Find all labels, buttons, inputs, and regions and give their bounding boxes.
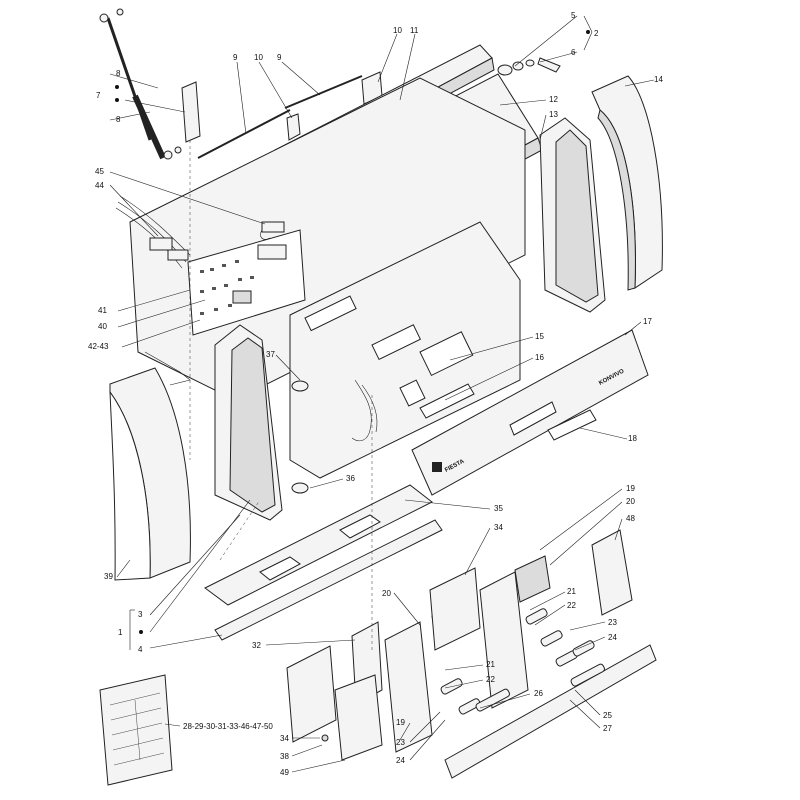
callout-34: 34	[494, 523, 503, 532]
callout-40: 40	[98, 322, 107, 331]
callout-21: 21	[486, 660, 495, 669]
rod-9-left	[197, 109, 291, 159]
callout-32: 32	[252, 641, 261, 650]
button-panel-18	[547, 409, 597, 441]
mesh-20-upper	[514, 555, 551, 603]
callout-8: 8	[116, 115, 121, 124]
callout-12: 12	[549, 95, 558, 104]
ring-36	[291, 482, 309, 494]
base-plate	[204, 484, 433, 606]
front-fascia-upper	[411, 329, 649, 496]
callout-22: 22	[486, 675, 495, 684]
callout-49: 49	[280, 768, 289, 777]
callout-23: 23	[396, 738, 405, 747]
callout-24: 24	[396, 756, 405, 765]
callout-17: 17	[643, 317, 652, 326]
callout-24: 24	[608, 633, 617, 642]
callout-19: 19	[396, 718, 405, 727]
callout-5: 5	[571, 11, 576, 20]
bracket-10-left	[286, 113, 301, 141]
callout-16: 16	[535, 353, 544, 362]
callout-35: 35	[494, 504, 503, 513]
callout-15: 15	[535, 332, 544, 341]
gas-strut	[99, 8, 182, 160]
rail	[214, 519, 443, 641]
center-mounting-panel	[289, 221, 521, 479]
callout-2: 2	[594, 29, 599, 38]
callout-28-29-30-31-33-46-47-50: 28-29-30-31-33-46-47-50	[183, 722, 273, 731]
door-frame-19-lower	[384, 621, 433, 753]
callout-25: 25	[603, 711, 612, 720]
callout-10: 10	[393, 26, 402, 35]
callout-4: 4	[138, 645, 143, 654]
callout-7: 7	[96, 91, 101, 100]
callout-21: 21	[567, 587, 576, 596]
callout-48: 48	[626, 514, 635, 523]
callout-34: 34	[280, 734, 289, 743]
callout-36: 36	[346, 474, 355, 483]
callout-1: 1	[118, 628, 123, 637]
callout-11: 11	[410, 26, 419, 35]
ring-37	[291, 380, 309, 392]
callout-26: 26	[534, 689, 543, 698]
callout-42-43: 42-43	[88, 342, 109, 351]
callout-45: 45	[95, 167, 104, 176]
rod-9-top	[284, 75, 363, 109]
callout-3: 3	[138, 610, 143, 619]
callout-6: 6	[571, 48, 576, 57]
lock-assembly	[497, 57, 561, 76]
screw-38	[321, 734, 329, 742]
plate-34-upper	[429, 567, 481, 651]
callout-9: 9	[277, 53, 282, 62]
callout-8: 8	[116, 69, 121, 78]
callout-20: 20	[382, 589, 391, 598]
cover-48	[591, 529, 633, 616]
callout-19: 19	[626, 484, 635, 493]
cover-49	[334, 674, 383, 761]
callout-9: 9	[233, 53, 238, 62]
front-strip	[444, 644, 657, 779]
callout-labels: 5 2 6 10 11 14 9 10 9 12 13 8 7 8 45 44 …	[88, 11, 663, 777]
callout-44: 44	[95, 181, 104, 190]
callout-27: 27	[603, 724, 612, 733]
callout-13: 13	[549, 110, 558, 119]
callout-22: 22	[567, 601, 576, 610]
callout-39: 39	[104, 572, 113, 581]
label-card	[99, 674, 173, 786]
callout-38: 38	[280, 752, 289, 761]
callout-37: 37	[266, 350, 275, 359]
small-parts	[440, 608, 605, 715]
callout-18: 18	[628, 434, 637, 443]
door-frame-19-upper	[479, 571, 529, 709]
cable-harness	[115, 195, 285, 269]
callout-14: 14	[654, 75, 663, 84]
callout-10: 10	[254, 53, 263, 62]
callout-20: 20	[626, 497, 635, 506]
callout-23: 23	[608, 618, 617, 627]
leader-lines	[109, 15, 655, 773]
plate-34-lower	[286, 645, 337, 743]
hinge-bracket	[181, 81, 201, 143]
callout-41: 41	[98, 306, 107, 315]
